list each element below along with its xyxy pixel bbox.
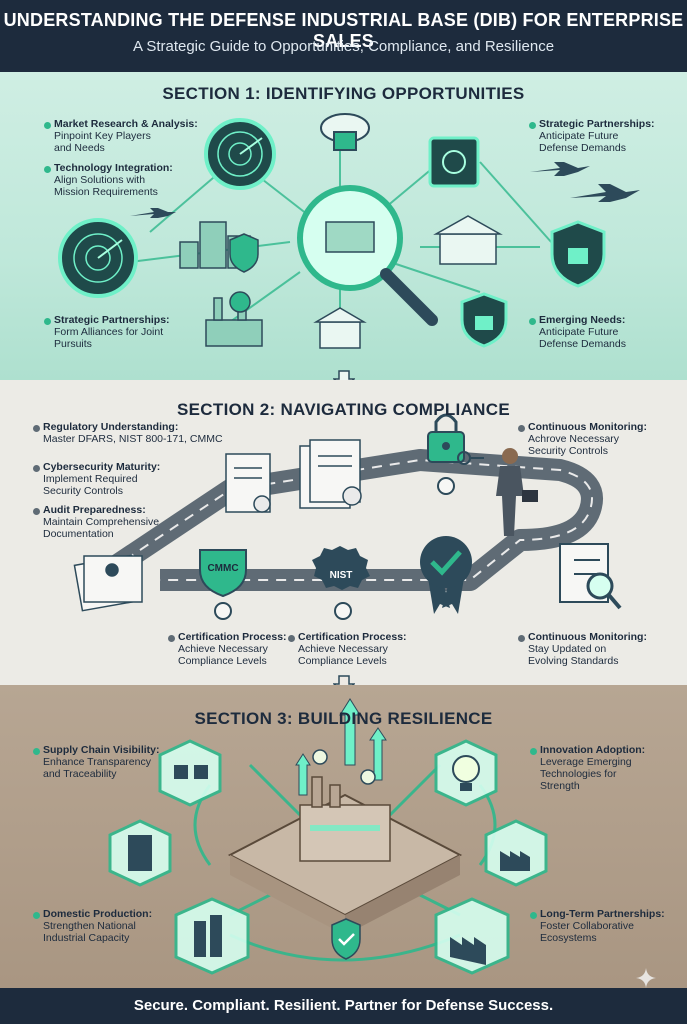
section2-illustration xyxy=(73,413,622,620)
s2-item-audit-preparedness: Audit Preparedness: Maintain Comprehensi… xyxy=(43,504,160,540)
s3-item-supply-chain-visibility: Supply Chain Visibility: Enhance Transpa… xyxy=(43,744,160,780)
nist-badge-icon xyxy=(312,546,370,590)
sparkle-icon xyxy=(636,968,656,988)
section1-title: SECTION 1: IDENTIFYING OPPORTUNITIES xyxy=(162,84,525,103)
page-subtitle: A Strategic Guide to Opportunities, Comp… xyxy=(132,38,555,55)
s1-item-strategic-partnerships-right: Strategic Partnerships: Anticipate Futur… xyxy=(539,118,655,154)
header-banner: UNDERSTANDING THE DEFENSE INDUSTRIAL BAS… xyxy=(0,0,687,72)
magnifier-building-icon xyxy=(297,185,438,326)
bullet-marker xyxy=(33,465,40,472)
bullet-marker xyxy=(33,748,40,755)
footer-tagline: Secure. Compliant. Resilient. Partner fo… xyxy=(0,988,687,1024)
bullet-marker xyxy=(529,122,536,129)
checkmark-award-icon xyxy=(420,536,472,614)
fighter-jet-icons xyxy=(130,162,640,218)
shield-lock-icon-right xyxy=(550,220,606,288)
section1-illustration xyxy=(58,113,640,349)
checklist-magnifier-icon xyxy=(559,543,622,610)
bullet-marker xyxy=(168,635,175,642)
s2-item-continuous-monitoring-bottom: Continuous Monitoring: Stay Updated on E… xyxy=(528,631,647,667)
s1-item-emerging-needs: Emerging Needs: Anticipate Future Defens… xyxy=(539,314,626,350)
section-identifying-opportunities: SECTION 1: IDENTIFYING OPPORTUNITIES Mar… xyxy=(0,72,687,380)
s2-item-continuous-monitoring-top: Continuous Monitoring: Achrove Necessary… xyxy=(528,421,647,457)
bullet-marker xyxy=(530,912,537,919)
document-stack-icon xyxy=(73,554,143,612)
processor-chip-icon xyxy=(428,136,480,188)
cloud-chip-icon xyxy=(320,113,370,151)
bullet-marker xyxy=(44,122,51,129)
section2-title: SECTION 2: NAVIGATING COMPLIANCE xyxy=(177,400,510,419)
lightbulb-icons xyxy=(312,749,376,785)
shield-lock-icon-bottom xyxy=(460,292,508,348)
bullet-marker xyxy=(288,635,295,642)
growth-arrows xyxy=(295,698,387,796)
gear-icon xyxy=(229,291,251,313)
bullet-marker xyxy=(33,912,40,919)
s2-item-regulatory-understanding: Regulatory Understanding: Master DFARS, … xyxy=(43,421,223,445)
section3-title: SECTION 3: BUILDING RESILIENCE xyxy=(194,709,493,728)
padlock-icon xyxy=(427,413,465,463)
cmmc-badge-icon xyxy=(199,549,247,598)
radar-icon-top xyxy=(204,118,276,190)
bullet-marker xyxy=(33,508,40,515)
s3-item-domestic-production: Domestic Production: Strengthen National… xyxy=(43,908,153,944)
shield-gear-icon xyxy=(229,233,259,273)
document-icon-2 xyxy=(299,439,362,509)
nist-badge-label: NIST xyxy=(329,570,353,581)
bullet-marker xyxy=(33,425,40,432)
s2-item-certification-process-1: Certification Process: Achieve Necessary… xyxy=(178,631,287,667)
supply-chain-hexagon-icon xyxy=(158,739,222,807)
bullet-marker xyxy=(529,318,536,325)
lightbulb-hexagon-icon xyxy=(434,739,498,807)
section3-illustration xyxy=(108,698,548,975)
checkpoint-icons xyxy=(214,477,455,620)
s1-item-technology-integration: Technology Integration: Align Solutions … xyxy=(54,162,173,198)
section-navigating-compliance: SECTION 2: NAVIGATING COMPLIANCE CMMC NI… xyxy=(0,380,687,685)
s2-item-cybersecurity-maturity: Cybersecurity Maturity: Implement Requir… xyxy=(43,461,161,497)
s3-item-innovation-adoption: Innovation Adoption: Leverage Emerging T… xyxy=(540,744,646,792)
central-factory-platform xyxy=(227,776,463,935)
document-icon-1 xyxy=(225,453,271,513)
cmmc-badge-label: CMMC xyxy=(207,563,239,574)
businessman-icon xyxy=(496,448,538,536)
bullet-marker xyxy=(518,425,525,432)
partnership-hexagon-icon xyxy=(434,897,510,975)
capitol-icon xyxy=(313,307,367,349)
server-rack-hexagon-icon xyxy=(108,819,172,887)
radar-icon-left xyxy=(58,218,138,298)
road-dashes xyxy=(109,458,593,581)
bullet-marker xyxy=(518,635,525,642)
key-icon xyxy=(457,451,484,465)
s1-item-market-research: Market Research & Analysis: Pinpoint Key… xyxy=(54,118,198,154)
section-building-resilience: SECTION 3: BUILDING RESILIENCE Supply Ch… xyxy=(0,685,687,988)
bullet-marker xyxy=(530,748,537,755)
production-hexagon-icon xyxy=(174,897,250,975)
s2-item-certification-process-2: Certification Process: Achieve Necessary… xyxy=(298,631,407,667)
bullet-marker xyxy=(44,166,51,173)
bullet-marker xyxy=(44,318,51,325)
shield-check-icon xyxy=(331,918,361,960)
s1-item-strategic-partnerships-left: Strategic Partnerships: Form Alliances f… xyxy=(54,314,170,350)
page-title: UNDERSTANDING THE DEFENSE INDUSTRIAL BAS… xyxy=(3,10,684,51)
government-building-icon xyxy=(433,215,503,265)
s3-item-long-term-partnerships: Long-Term Partnerships: Foster Collabora… xyxy=(540,908,665,944)
factory-hexagon-icon-right xyxy=(484,819,548,887)
